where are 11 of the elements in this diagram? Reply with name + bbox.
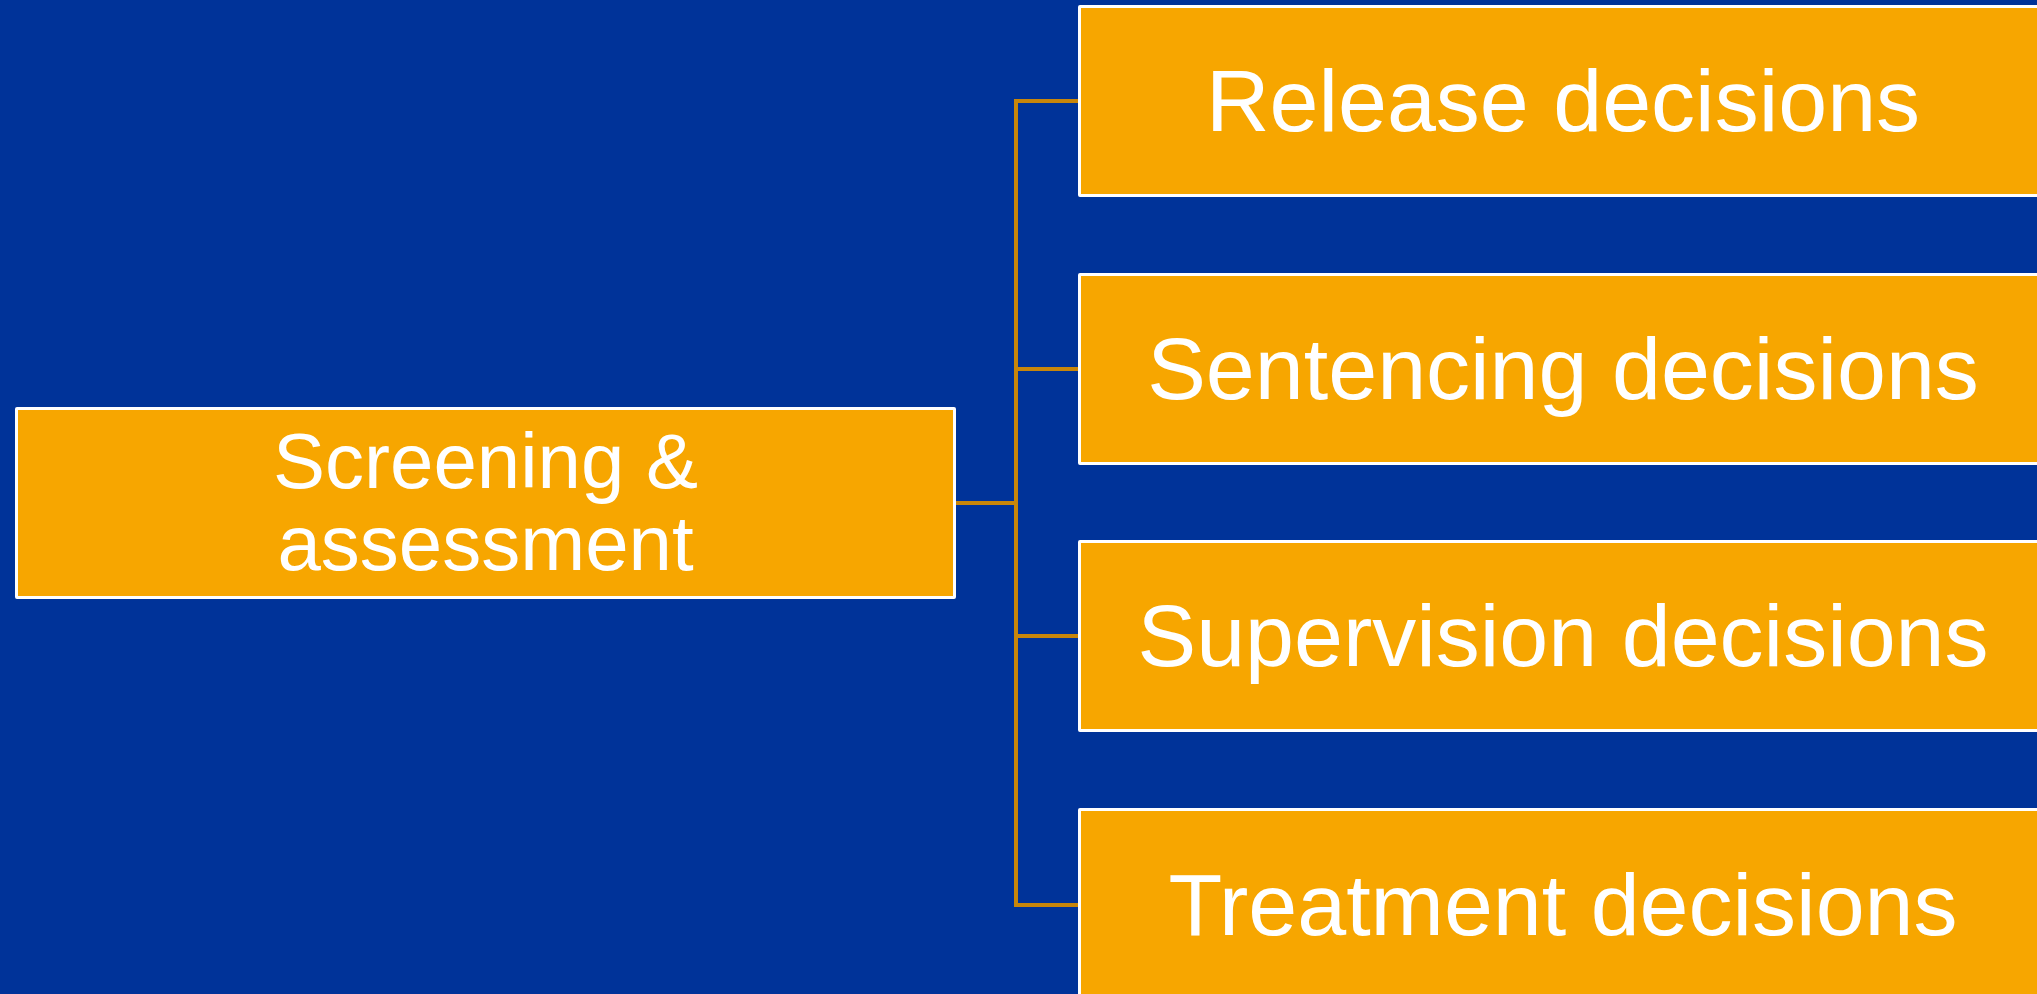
- process-box: [1078, 808, 2037, 994]
- process-box: [1078, 540, 2037, 732]
- box-label: Screening & assessment: [272, 421, 699, 585]
- box-label: Release decisions: [1205, 54, 1921, 148]
- process-box: [15, 407, 956, 599]
- process-box: [1078, 273, 2037, 465]
- box-label: Treatment decisions: [1168, 858, 1958, 952]
- box-label: Supervision decisions: [1137, 589, 1989, 683]
- process-box: [1078, 5, 2037, 197]
- connector-line: [956, 501, 1078, 907]
- box-label: Sentencing decisions: [1147, 322, 1979, 416]
